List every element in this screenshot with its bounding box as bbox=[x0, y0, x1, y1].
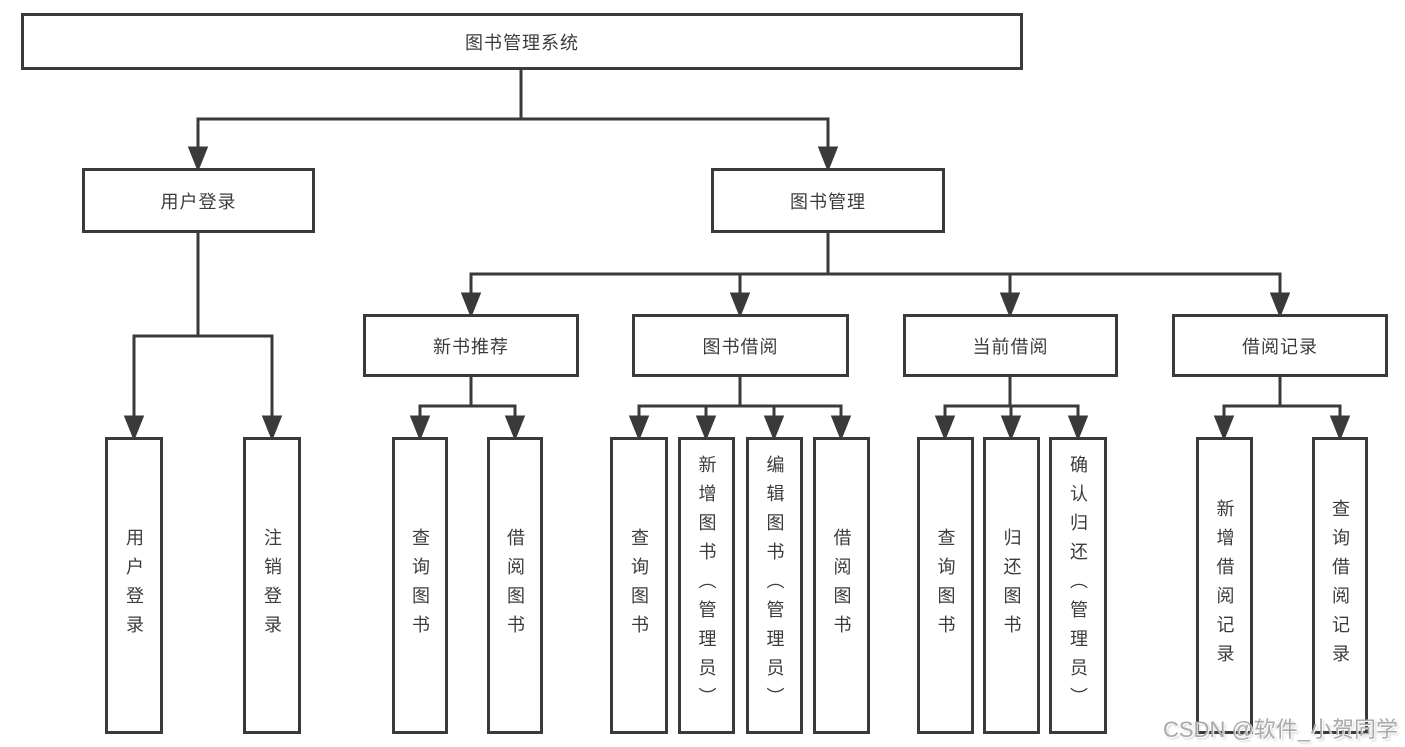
node-label: 新增图书（管理员） bbox=[696, 455, 717, 716]
connector-book-management-to-level3 bbox=[460, 231, 1291, 319]
csdn-watermark: CSDN @软件_小贺同学 bbox=[1163, 717, 1399, 742]
connector-book-borrowing-branch bbox=[628, 375, 852, 442]
node-borrowing-records: 借阅记录 bbox=[1172, 314, 1388, 377]
connector-new-book-branch bbox=[409, 375, 526, 442]
node-label: 用户登录 bbox=[124, 527, 144, 644]
node-label: 归还图书 bbox=[1001, 527, 1022, 644]
node-label: 当前借阅 bbox=[972, 336, 1049, 357]
leaf-return-books: 归还图书 bbox=[983, 437, 1040, 734]
node-current-borrowing: 当前借阅 bbox=[903, 314, 1118, 377]
node-book-management: 图书管理 bbox=[711, 168, 945, 233]
leaf-edit-books-admin: 编辑图书（管理员） bbox=[746, 437, 803, 734]
node-book-borrowing: 图书借阅 bbox=[632, 314, 849, 377]
leaf-borrow-books-recommend: 借阅图书 bbox=[487, 437, 543, 734]
node-label: 图书管理 bbox=[790, 191, 866, 212]
node-label: 查询借阅记录 bbox=[1330, 498, 1350, 673]
node-label: 注销登录 bbox=[262, 527, 282, 644]
node-label: 确认归还（管理员） bbox=[1068, 455, 1088, 716]
node-user-login: 用户登录 bbox=[82, 168, 315, 233]
leaf-borrow-books: 借阅图书 bbox=[813, 437, 870, 734]
connector-user-login-branch bbox=[123, 231, 283, 442]
leaf-query-books-borrowing: 查询图书 bbox=[610, 437, 668, 734]
leaf-query-books-recommend: 查询图书 bbox=[392, 437, 448, 734]
leaf-add-borrow-record: 新增借阅记录 bbox=[1196, 437, 1253, 734]
leaf-logout: 注销登录 bbox=[243, 437, 301, 734]
leaf-query-books-current: 查询图书 bbox=[917, 437, 974, 734]
node-label: 新增借阅记录 bbox=[1214, 498, 1235, 673]
connector-borrowing-records-branch bbox=[1213, 375, 1351, 442]
node-label: 借阅记录 bbox=[1242, 336, 1318, 357]
node-label: 查询图书 bbox=[629, 527, 649, 644]
leaf-query-borrow-record: 查询借阅记录 bbox=[1312, 437, 1368, 734]
node-label: 编辑图书（管理员） bbox=[764, 455, 785, 716]
leaf-confirm-return-admin: 确认归还（管理员） bbox=[1049, 437, 1107, 734]
node-label: 图书管理系统 bbox=[465, 32, 579, 53]
node-label: 借阅图书 bbox=[505, 527, 525, 644]
node-new-book-recommend: 新书推荐 bbox=[363, 314, 579, 377]
node-label: 查询图书 bbox=[935, 527, 956, 644]
node-label: 用户登录 bbox=[160, 191, 237, 212]
node-label: 查询图书 bbox=[410, 527, 430, 644]
node-label: 新书推荐 bbox=[433, 336, 509, 357]
leaf-user-login: 用户登录 bbox=[105, 437, 163, 734]
leaf-add-books-admin: 新增图书（管理员） bbox=[678, 437, 735, 734]
connector-current-borrowing-branch bbox=[934, 375, 1089, 442]
node-label: 借阅图书 bbox=[831, 527, 852, 644]
node-label: 图书借阅 bbox=[702, 336, 779, 357]
connector-root-to-level2 bbox=[187, 68, 839, 173]
node-library-management-system: 图书管理系统 bbox=[21, 13, 1023, 70]
